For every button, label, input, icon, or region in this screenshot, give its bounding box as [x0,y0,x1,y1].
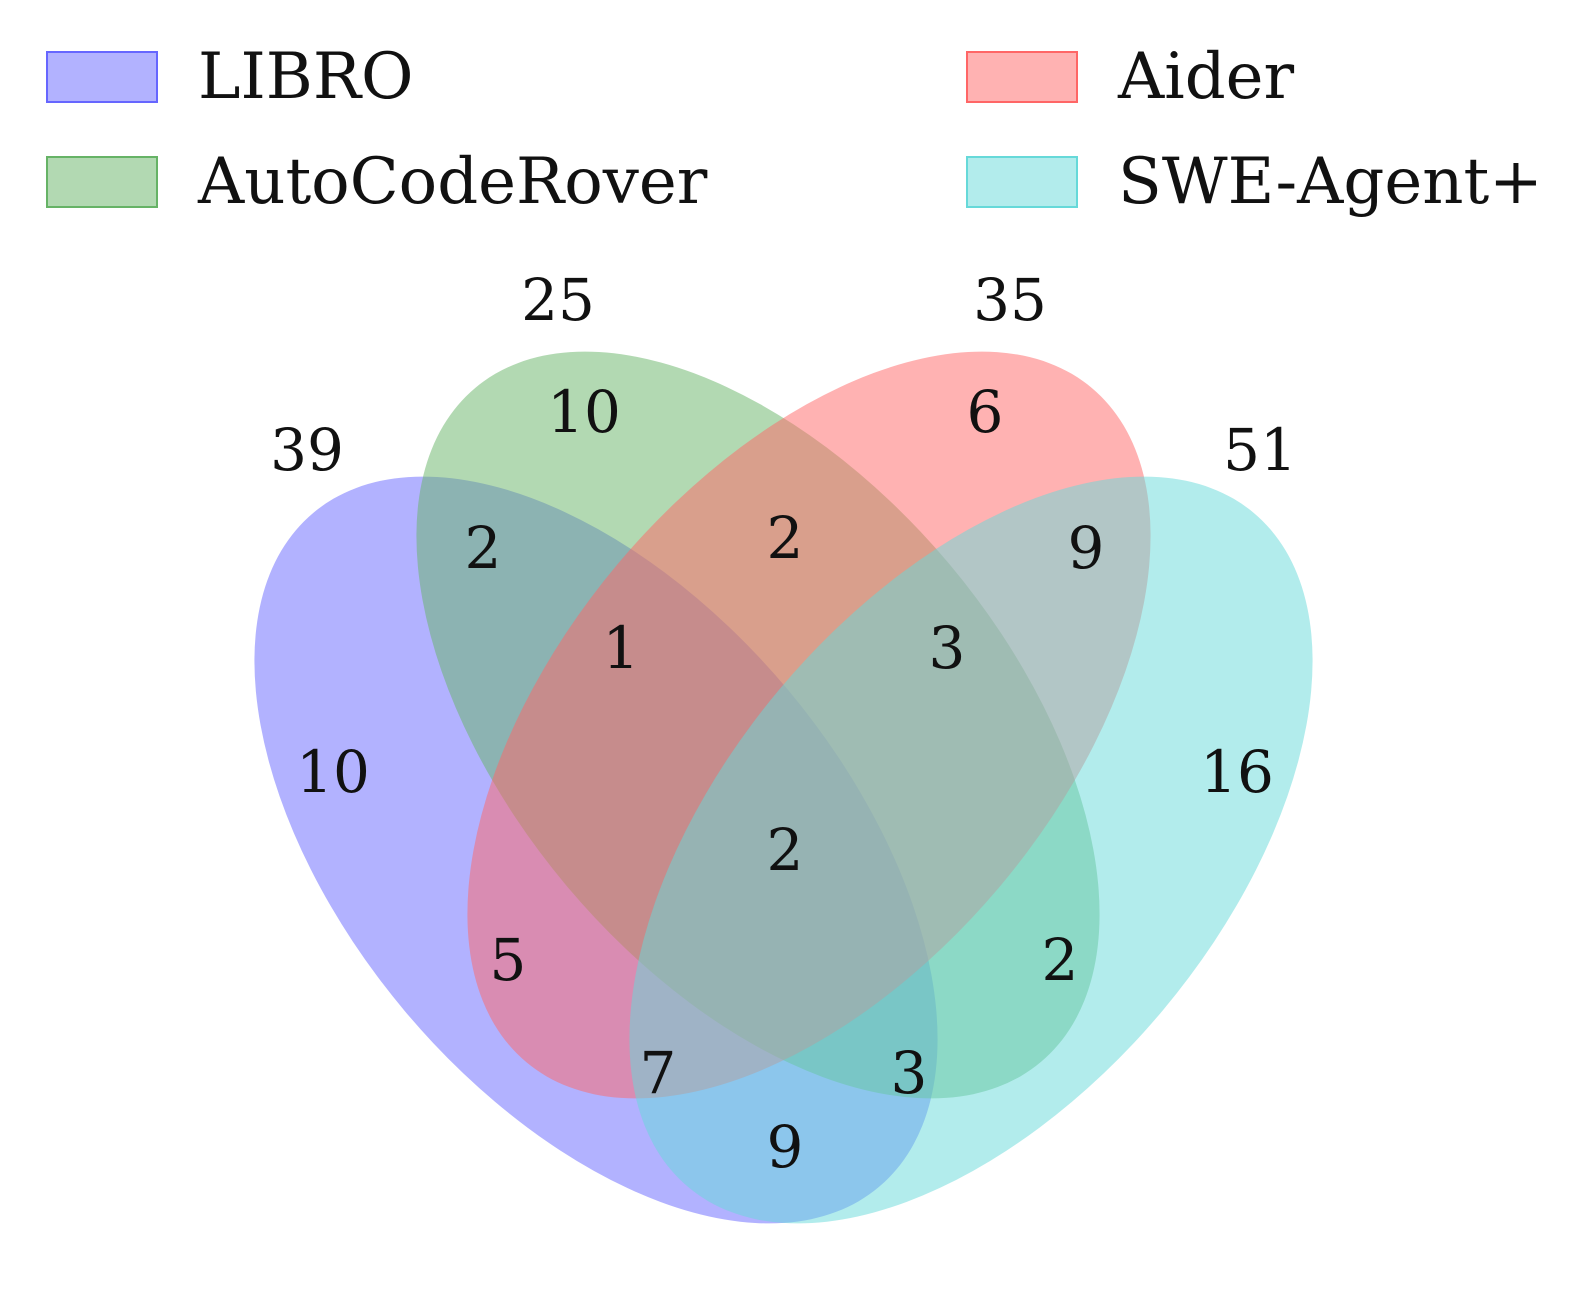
set-ellipse-swe-agent [629,476,1313,1224]
region-count-libro-autocoderover-swe-agent: 3 [891,1039,928,1107]
legend-swatch-autocoderover [46,156,158,208]
legend-swatch-swe-agent [966,156,1078,208]
region-count-libro-autocoderover-aider-swe-agent: 2 [767,816,804,884]
legend-label-libro: LIBRO [198,40,414,114]
legend-label-swe-agent: SWE-Agent+ [1118,145,1543,219]
region-count-autocoderover: 10 [547,378,621,446]
region-count-libro-swe-agent: 9 [767,1113,804,1181]
legend-label-autocoderover: AutoCodeRover [198,145,708,219]
legend-item-autocoderover: AutoCodeRover [46,150,707,214]
region-count-aider: 6 [967,378,1004,446]
region-count-libro-autocoderover-aider: 1 [603,614,640,682]
legend-item-swe-agent: SWE-Agent+ [966,150,1543,214]
legend-swatch-libro [46,51,158,103]
legend-swatch-aider [966,51,1078,103]
legend-label-aider: Aider [1118,40,1295,114]
region-count-libro-aider: 5 [490,926,527,994]
set-total-swe-agent: 51 [1223,416,1297,484]
legend-item-libro: LIBRO [46,45,413,109]
set-total-aider: 35 [973,266,1047,334]
set-total-autocoderover: 25 [521,266,595,334]
legend-item-aider: Aider [966,45,1294,109]
region-count-swe-agent: 16 [1200,738,1274,806]
region-counts: 10 10 6 16 2 2 9 1 3 2 5 2 7 3 9 [296,378,1274,1181]
region-count-aider-swe-agent: 9 [1068,514,1105,582]
set-total-libro: 39 [270,416,344,484]
region-count-autocoderover-aider-swe-agent: 3 [929,614,966,682]
region-count-libro: 10 [296,738,370,806]
set-ellipses [254,351,1313,1224]
region-count-autocoderover-aider: 2 [767,504,804,572]
region-count-libro-aider-swe-agent: 7 [640,1039,677,1107]
region-count-libro-autocoderover: 2 [465,514,502,582]
region-count-autocoderover-swe-agent: 2 [1042,926,1079,994]
set-totals: 39 25 35 51 [270,266,1297,484]
